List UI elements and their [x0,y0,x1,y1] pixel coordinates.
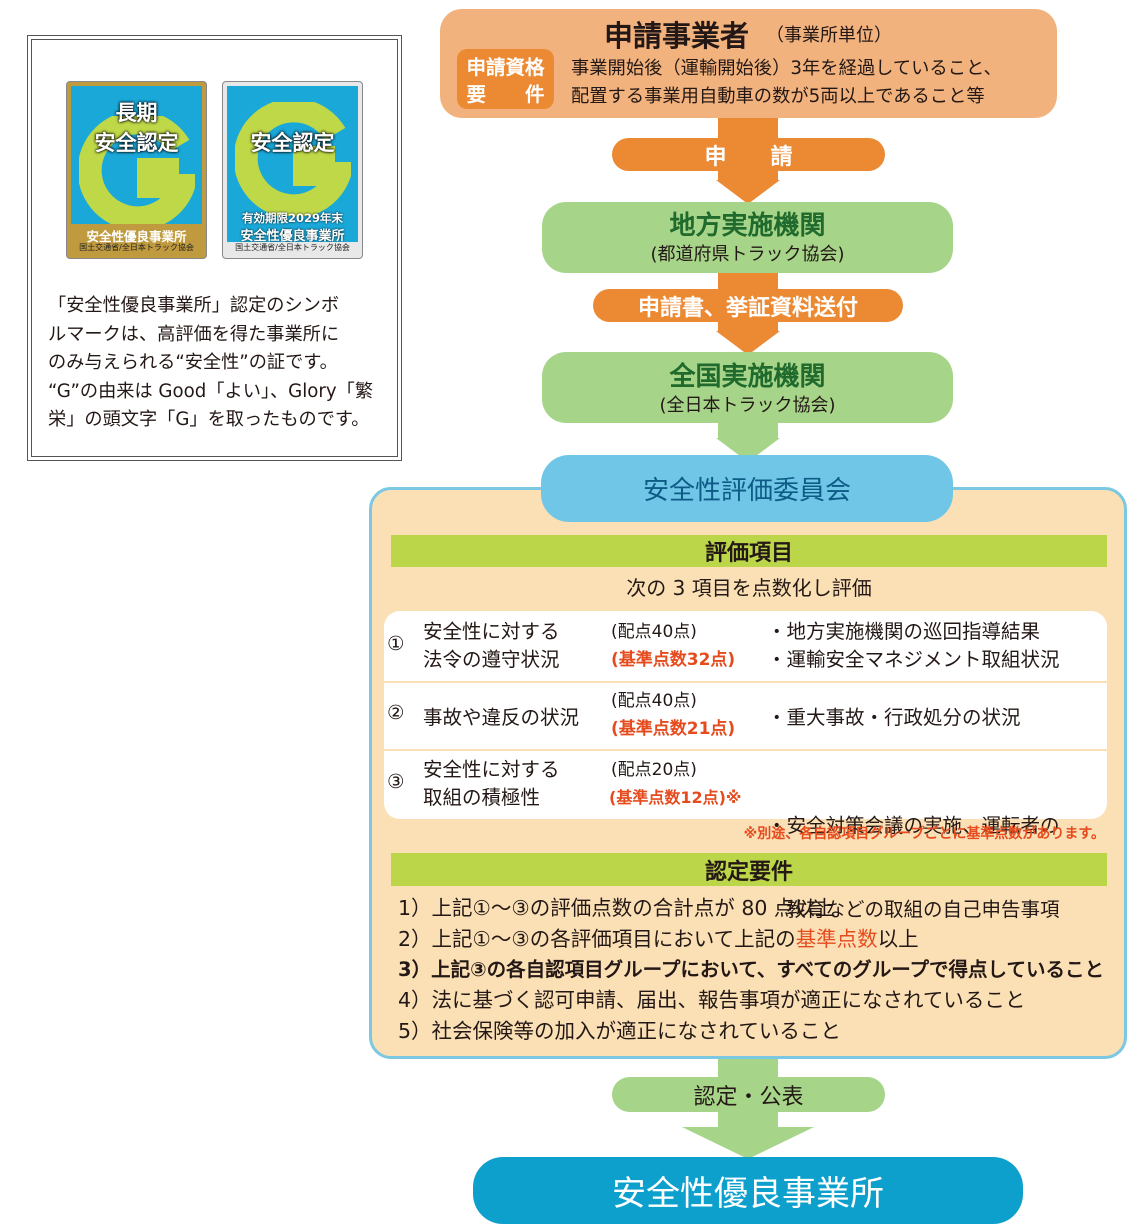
result-box: 安全性優良事業所 [473,1157,1023,1224]
safety-certification-mark: 安全認定 有効期限2029年末 安全性優良事業所 国土交通省/全日本トラック協会 [222,81,363,259]
item-allocation: (配点40点) [611,691,697,711]
mark-organization: 国土交通省/全日本トラック協会 [79,243,194,252]
g-logo-icon [235,102,351,216]
row-divider [384,681,1107,683]
qualification-line-1: 事業開始後（運輸開始後）3年を経過していること、 [571,58,1002,79]
requirement-item: 4）法に基づく認可申請、届出、報告事項が適正になされていること [398,988,1026,1013]
item-name: 法令の遵守状況 [423,648,560,671]
applicant-unit: （事業所単位） [766,25,892,46]
item-number: ③ [387,770,405,793]
requirement-item: 3）上記③の各自認項目グループにおいて、すべてのグループで得点していること [398,957,1104,981]
qualification-label-box [457,49,554,109]
mark-title-2: 安全認定 [94,131,179,155]
long-term-safety-mark: 長期 安全認定 安全性優良事業所 国土交通省/全日本トラック協会 [66,81,207,259]
item-detail: ・運輸安全マネジメント取組状況 [767,648,1060,671]
item-name: 取組の積極性 [423,786,541,809]
requirements-header: 認定要件 [391,853,1107,886]
item-base-score: (基準点数32点) [611,650,736,670]
g-logo-icon [79,116,195,226]
description-line: のみ与えられる“安全性”の証です。 [48,352,338,373]
item-name: 事故や違反の状況 [423,706,580,729]
item-name: 安全性に対する [423,620,560,643]
description-line: “G”の由来は Good「よい」、Glory「繁 [48,380,374,402]
row-divider [384,749,1107,751]
evaluation-intro: 次の 3 項目を点数化し評価 [626,575,872,600]
item-details: ・安全対策会議の実施、運転者の 教育などの取組の自己申告事項 [767,756,1060,952]
step-apply: 申 請 [612,138,885,171]
arrow-shaft [718,1112,778,1128]
table-row: 安全性に対する 法令の遵守状況 [423,618,560,674]
arrow-down-icon [682,1127,814,1159]
applicant-title: 申請事業者 [604,19,750,53]
mark-title-2: 安全認定 [250,131,335,155]
requirement-text: 2）上記①～③の各評価項目において上記の [398,926,796,951]
qualification-line-2: 配置する事業用自動車の数が5両以上であること等 [571,86,985,107]
item-number: ① [387,632,405,655]
arrow-shaft [718,1059,778,1079]
item-detail: 教育などの取組の自己申告事項 [767,898,1060,921]
description-line: ルマークは、高評価を得た事業所に [48,323,340,345]
item-allocation: (配点20点) [611,760,697,780]
arrow-down-icon [716,331,780,355]
evaluation-header: 評価項目 [391,535,1107,567]
arrow-shaft [718,423,778,439]
national-agency-title: 全国実施機関 [669,361,826,392]
item-points: (配点40点) (基準点数21点) [611,687,735,743]
item-number: ② [387,701,405,724]
item-detail: ・安全対策会議の実施、運転者の [767,814,1060,837]
regional-agency-sub: (都道府県トラック協会) [650,244,845,265]
item-points: (配点40点) (基準点数32点) [611,618,735,674]
qualification-text: 事業開始後（運輸開始後）3年を経過していること、 配置する事業用自動車の数が5両… [571,55,1002,111]
mark-footer [71,224,202,254]
description-line: 「安全性優良事業所」認定のシンボ [48,295,340,316]
step-certify: 認定・公表 [612,1077,885,1112]
requirement-item: 5）社会保険等の加入が適正になされていること [398,1019,841,1044]
item-base-score: (基準点数12点)※ [609,788,742,807]
arrow-shaft [718,171,778,181]
committee-title: 安全性評価委員会 [541,455,953,522]
mark-footer [227,242,358,254]
mark-title-1: 長期 [115,101,158,125]
arrow-down-icon [716,180,780,204]
requirement-item: 2）上記①～③の各評価項目において上記の基準点数以上 [398,924,1104,955]
national-agency-sub: (全日本トラック協会) [659,395,836,416]
item-detail: ・重大事故・行政処分の状況 [767,706,1021,729]
arrow-shaft [718,322,778,332]
mark-organization: 国土交通省/全日本トラック協会 [235,243,350,252]
item-allocation: (配点40点) [611,622,697,642]
item-name: 安全性に対する [423,758,560,781]
qualification-label-1: 申請資格 [466,55,545,79]
mark-description: 「安全性優良事業所」認定のシンボ ルマークは、高評価を得た事業所に のみ与えられ… [48,292,384,435]
regional-agency-title: 地方実施機関 [669,210,826,241]
mark-subtitle: 安全性優良事業所 [240,229,345,244]
step-send-documents: 申請書、挙証資料送付 [593,289,903,322]
table-row: 安全性に対する 取組の積極性 [423,756,560,812]
description-line: 栄」の頭文字「G」を取ったものです。 [48,409,370,430]
requirements-list: 1）上記①～③の評価点数の合計点が 80 点以上 2）上記①～③の各評価項目にお… [398,893,1104,1047]
evaluation-table [384,611,1107,819]
info-box [31,39,398,457]
item-base-score: (基準点数21点) [611,719,736,739]
info-box-outer [27,35,402,461]
requirement-item: 1）上記①～③の評価点数の合計点が 80 点以上 [398,896,836,920]
arrow-shaft [718,118,778,138]
mark-expiry: 有効期限2029年末 [241,211,343,225]
requirement-text: 以上 [877,926,919,951]
arrow-shaft [718,273,778,291]
evaluation-note: ※別途、各自認項目グループごとに基準点数があります。 [743,826,1105,842]
national-agency-box [542,352,953,423]
item-detail: ・地方実施機関の巡回指導結果 [767,620,1041,643]
item-details: ・地方実施機関の巡回指導結果 ・運輸安全マネジメント取組状況 [767,618,1060,674]
regional-agency-box [542,202,953,273]
qualification-label-2: 要 件 [466,82,545,106]
requirement-highlight: 基準点数 [795,926,878,951]
mark-subtitle: 安全性優良事業所 [86,229,187,244]
item-points: (配点20点) (基準点数12点)※ [609,756,741,812]
